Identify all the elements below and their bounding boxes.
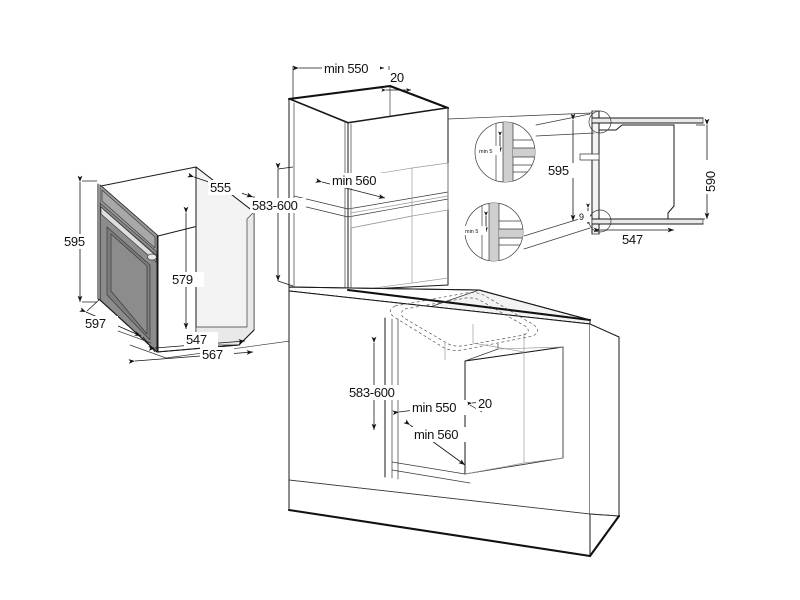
view-alignment-line (447, 112, 593, 120)
detail-callout-top: min 5 (474, 121, 536, 183)
side-oven-body-outline (598, 124, 675, 220)
appliance-isometric-view: 595 555 597 579 547 (62, 166, 313, 364)
dim-547-side: 547 (593, 227, 674, 247)
dim-579-body-height: 579 (170, 206, 204, 329)
tall-cabinet-niche-ghost-lower-edge (411, 277, 449, 284)
detail-top-shelf (513, 148, 535, 157)
side-top-slab (591, 117, 704, 124)
dim-label-590-side: 590 (703, 171, 718, 192)
detail-circle-top-marker (588, 110, 612, 134)
side-mounting-lug (579, 153, 600, 161)
detail-leader-top-b (535, 132, 595, 137)
base-cabinet-bottom-edge (287, 508, 592, 558)
detail-top-vertical-board (503, 122, 513, 182)
dim-label-583-600-top: 583-600 (252, 198, 298, 213)
tall-cabinet-view: min 550 20 min 560 583-600 (250, 61, 450, 292)
dim-label-min550-top: min 550 (324, 61, 368, 76)
base-niche-floor-front2 (391, 469, 471, 484)
dim-583-600-top: 583-600 (250, 162, 306, 287)
dim-567-width: 567 (128, 347, 254, 364)
dim-20-top: 20 (381, 70, 414, 92)
oven-control-inner (101, 189, 156, 249)
dim-min550-top: min 550 (292, 61, 390, 98)
dim-label-20-bottom: 20 (478, 396, 492, 411)
tall-cabinet-niche-ghost-edge1 (411, 162, 449, 169)
dim-label-597: 597 (85, 316, 106, 331)
dim-label-9-side: 9 (579, 212, 584, 222)
dim-590-side: 590 (696, 118, 719, 220)
detail-top-label: min 5 (479, 149, 492, 155)
side-frame-board (591, 110, 600, 235)
tall-cabinet-niche-ghost-lower (350, 215, 413, 292)
tall-cabinet-shelf-front (293, 191, 449, 210)
base-cabinet-right-face (589, 323, 620, 517)
dim-label-555: 555 (210, 180, 231, 195)
dim-label-20-top: 20 (390, 70, 404, 85)
base-cabinet-view: 583-600 min 550 20 min 560 (287, 286, 621, 558)
dim-595-height: 595 (62, 175, 97, 303)
dim-label-567: 567 (202, 347, 223, 362)
dim-595-side: 595 (546, 113, 580, 221)
dim-label-min560-bottom: min 560 (414, 427, 458, 442)
dim-label-579: 579 (172, 272, 193, 287)
worktop-cutout-outline (389, 292, 539, 351)
detail-leader-top-a (535, 113, 591, 126)
base-cabinet-right-plinth-line (589, 513, 620, 517)
dim-min550-bottom: min 550 (392, 400, 471, 416)
detail-leader-bottom-a (523, 227, 591, 250)
dim-583-600-bottom: 583-600 (347, 336, 403, 430)
base-niche-back-top (464, 346, 564, 362)
base-cabinet-right-bottom-edge (588, 514, 621, 558)
tall-cabinet-left-panel (288, 98, 349, 291)
side-elevation-view: 595 590 547 9 (464, 110, 719, 262)
dim-9-side: 9 (578, 203, 590, 224)
tall-cabinet-niche-ghost-edge2 (411, 209, 449, 217)
base-niche-back-bottom (464, 457, 564, 475)
cutout-ghost-bottom-link2 (464, 462, 525, 475)
dim-597-depth: 597 (79, 299, 156, 353)
dim-20-bottom: 20 (467, 396, 502, 413)
dim-label-583-600-bottom: 583-600 (349, 385, 395, 400)
tall-cabinet-shelf-front-lower (293, 198, 449, 218)
oven-door-edge (97, 183, 101, 301)
base-cabinet-worktop-top-ridge (346, 288, 592, 322)
oven-door-handle (100, 206, 157, 263)
dim-555-depth: 555 (187, 167, 255, 210)
cutout-ghost-link (472, 342, 525, 353)
oven-handle-highlight (102, 208, 155, 255)
detail-bottom-shelf (499, 229, 523, 238)
tall-cabinet-shelf-ghost-top (350, 195, 449, 214)
base-cabinet-plinth-top-line (288, 479, 591, 515)
detail-bottom-label: min 5 (465, 229, 478, 235)
dim-label-547: 547 (186, 332, 207, 347)
oven-handle-end-cap (147, 253, 157, 261)
base-niche-reveal-top (497, 346, 564, 350)
dim-label-min560-top: min 560 (332, 173, 376, 188)
detail-callout-bottom: min 5 (464, 202, 524, 262)
side-bottom-slab (591, 218, 704, 225)
dim-547-width: 547 (148, 332, 246, 351)
dim-label-547-side: 547 (622, 232, 643, 247)
detail-bottom-vertical-board (489, 203, 499, 261)
cutout-ghost-bottom-link (523, 457, 564, 464)
dim-label-595-side: 595 (548, 163, 569, 178)
dim-min560-top: min 560 (315, 173, 388, 199)
base-cabinet-worktop-right (478, 289, 591, 325)
dim-label-595-height: 595 (64, 234, 85, 249)
tall-cabinet-back-panel (347, 107, 449, 291)
dim-label-min550-bottom: min 550 (412, 400, 456, 415)
dim-min560-bottom: min 560 (403, 419, 470, 466)
